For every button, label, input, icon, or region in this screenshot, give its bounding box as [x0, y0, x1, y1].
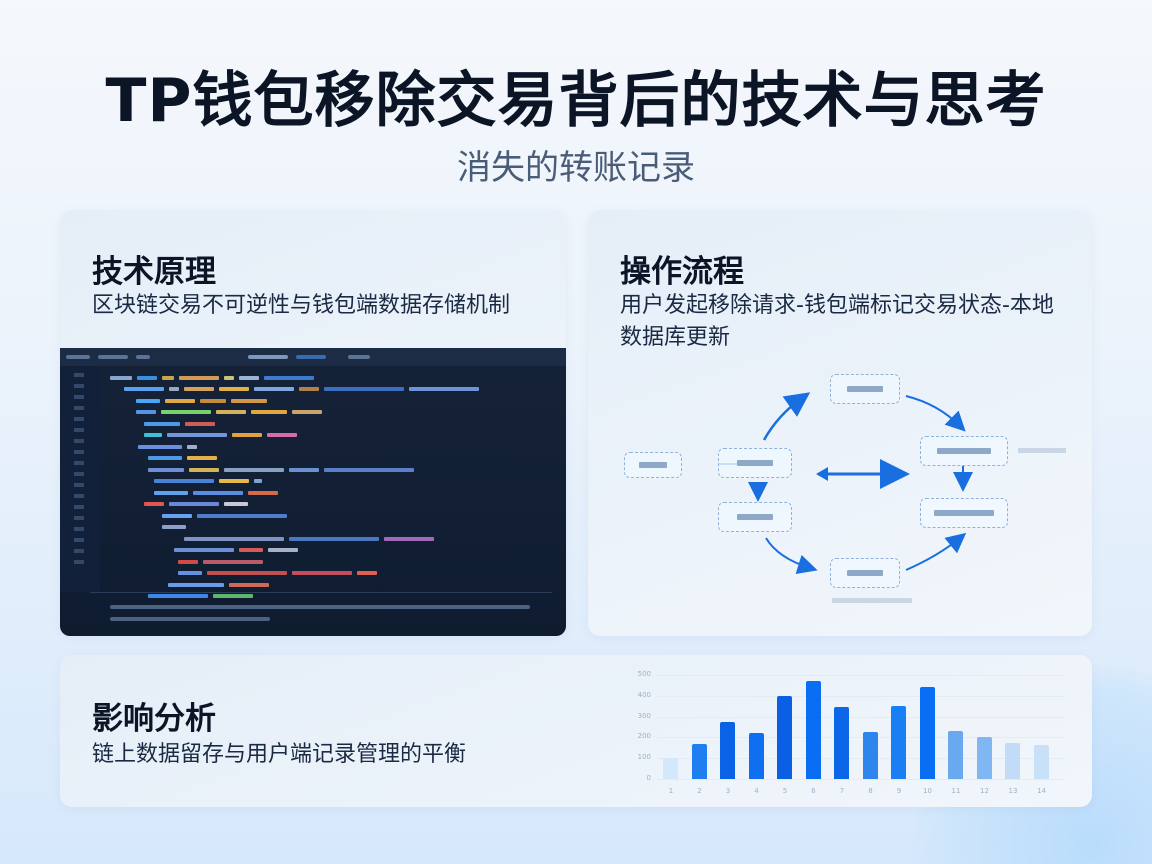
x-tick-label: 9 — [896, 787, 902, 795]
page-title: TP钱包移除交易背后的技术与思考 — [105, 66, 1047, 136]
gridline — [657, 675, 1065, 676]
editor-terminal-panel — [90, 592, 552, 636]
chart-bar — [948, 731, 963, 779]
flow-node-status — [920, 436, 1008, 466]
flow-node-request — [718, 448, 792, 478]
flow-note — [832, 598, 912, 603]
card-description: 用户发起移除请求-钱包端标记交易状态-本地数据库更新 — [620, 293, 1054, 350]
gridline — [657, 695, 1065, 697]
flow-note — [1018, 448, 1066, 453]
flow-diagram — [588, 360, 1092, 636]
chart-bar — [1005, 742, 1020, 779]
y-tick-label: 100 — [637, 753, 651, 762]
x-tick-label: 5 — [782, 787, 788, 795]
x-tick-label: 7 — [839, 787, 845, 795]
y-tick-label: 500 — [637, 670, 651, 678]
chart-bar — [1033, 744, 1049, 779]
y-tick-label: 300 — [637, 711, 651, 720]
flow-node-wallet — [830, 374, 900, 404]
card-operation-flow: 操作流程 用户发起移除请求-钱包端标记交易状态-本地数据库更新 — [588, 210, 1092, 636]
code-lines — [104, 372, 556, 602]
y-tick-label: 0 — [646, 774, 651, 782]
card-tech-principle: 技术原理 区块链交易不可逆性与钱包端数据存储机制 — [60, 210, 566, 636]
x-tick-label: 6 — [811, 787, 816, 795]
y-tick-label: 200 — [637, 732, 651, 741]
x-tick-label: 11 — [951, 787, 961, 795]
chart-bar — [691, 743, 707, 779]
chart-bar — [976, 737, 992, 779]
flow-node-database — [920, 498, 1008, 528]
x-tick-label: 13 — [1008, 787, 1018, 795]
chart-bar — [891, 706, 906, 779]
chart-bar — [777, 695, 792, 779]
card-heading: 影响分析 — [92, 701, 216, 737]
x-tick-label: 12 — [980, 787, 989, 795]
chart-bar — [720, 721, 735, 779]
card-impact-analysis: 影响分析 链上数据留存与用户端记录管理的平衡 0 100 200 300 400 500 1… — [60, 655, 1092, 807]
x-tick-label: 3 — [725, 787, 731, 795]
code-editor-illustration — [60, 348, 566, 636]
chart-bar — [834, 707, 849, 779]
flow-node-update — [830, 558, 900, 588]
x-tick-label: 4 — [754, 787, 759, 795]
flow-arrows — [718, 392, 973, 574]
editor-toolbar — [60, 348, 566, 366]
page-subtitle: 消失的转账记录 — [457, 148, 695, 188]
card-heading: 技术原理 — [92, 254, 216, 290]
gridline — [657, 737, 1065, 739]
chart-bar — [748, 733, 764, 779]
card-description: 链上数据留存与用户端记录管理的平衡 — [92, 742, 467, 767]
gridline — [657, 716, 1065, 718]
card-description: 区块链交易不可逆性与钱包端数据存储机制 — [92, 293, 511, 318]
flow-node-start — [624, 452, 682, 478]
x-tick-label: 2 — [697, 787, 702, 795]
chart-bar — [805, 681, 821, 779]
chart-bar — [862, 732, 878, 779]
line-number-gutter — [60, 366, 100, 592]
x-tick-label: 1 — [668, 787, 674, 795]
x-tick-label: 8 — [868, 787, 873, 795]
flow-node-mark — [718, 502, 792, 532]
gridline — [657, 758, 1065, 760]
chart-bar — [919, 687, 935, 779]
x-tick-label: 10 — [923, 787, 932, 795]
gridline — [657, 779, 1065, 780]
y-tick-label: 400 — [637, 690, 651, 699]
x-tick-label: 14 — [1037, 787, 1046, 795]
card-heading: 操作流程 — [620, 254, 744, 290]
chart-bar — [663, 758, 678, 779]
